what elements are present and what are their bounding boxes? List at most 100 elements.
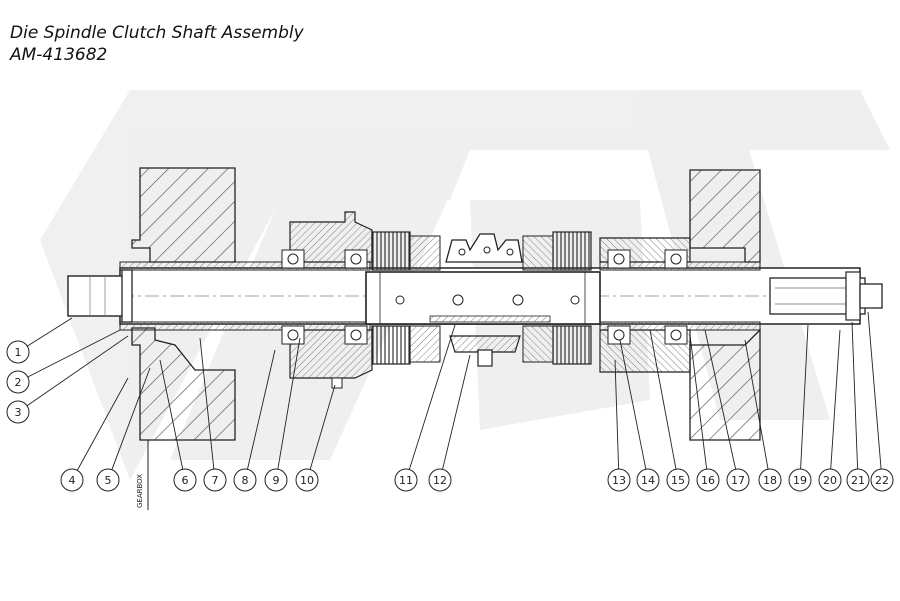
callout-bubble bbox=[6, 370, 30, 394]
callout-15: 15 bbox=[649, 329, 690, 492]
gearbox-note: GEARBOX bbox=[136, 474, 144, 508]
callout-number: 14 bbox=[641, 474, 655, 487]
title-block: Die Spindle Clutch Shaft Assembly AM-413… bbox=[10, 22, 304, 66]
callout-leader bbox=[867, 311, 882, 470]
callout-22: 22 bbox=[867, 311, 894, 492]
callout-bubble bbox=[428, 468, 452, 492]
callout-5: 5 bbox=[96, 367, 151, 492]
callout-number: 10 bbox=[300, 474, 314, 487]
clutch-sleeve bbox=[365, 271, 601, 325]
callout-bubble bbox=[203, 468, 227, 492]
callout-21: 21 bbox=[846, 321, 870, 492]
callout-number: 22 bbox=[875, 474, 889, 487]
callout-18: 18 bbox=[744, 339, 782, 492]
callout-leader bbox=[851, 321, 859, 470]
right-clutch-pack bbox=[522, 231, 592, 365]
right-shaft-end bbox=[769, 271, 883, 321]
callout-leader bbox=[111, 367, 151, 470]
left-gear bbox=[281, 211, 373, 389]
callout-leader bbox=[442, 354, 471, 470]
callout-17: 17 bbox=[704, 329, 750, 492]
callout-bubble bbox=[96, 468, 120, 492]
callout-number: 21 bbox=[851, 474, 865, 487]
left-clutch-pack bbox=[371, 231, 441, 365]
callout-leader bbox=[800, 324, 809, 470]
callout-bubble bbox=[264, 468, 288, 492]
callout-bubble bbox=[233, 468, 257, 492]
callout-bubble bbox=[6, 340, 30, 364]
callout-leader bbox=[159, 359, 184, 470]
callout-leader bbox=[199, 337, 215, 470]
callout-number: 4 bbox=[69, 474, 76, 487]
callout-number: 11 bbox=[399, 474, 413, 487]
callout-8: 8 bbox=[233, 349, 276, 492]
callout-leader bbox=[704, 329, 737, 470]
left-housing bbox=[131, 167, 236, 510]
callout-number: 6 bbox=[182, 474, 189, 487]
callout-16: 16 bbox=[689, 334, 720, 492]
callout-number: 3 bbox=[15, 406, 22, 419]
callout-12: 12 bbox=[428, 354, 471, 492]
callout-leader bbox=[27, 317, 73, 347]
callout-leader bbox=[247, 349, 276, 470]
callout-7: 7 bbox=[199, 337, 227, 492]
callout-leader bbox=[27, 329, 121, 378]
callout-leader bbox=[614, 359, 620, 470]
callout-number: 8 bbox=[242, 474, 249, 487]
callout-2: 2 bbox=[6, 329, 121, 394]
callout-number: 16 bbox=[701, 474, 715, 487]
callout-leader bbox=[619, 339, 647, 470]
callout-number: 12 bbox=[433, 474, 447, 487]
callout-10: 10 bbox=[295, 384, 336, 492]
callout-bubble bbox=[870, 468, 894, 492]
callout-bubble bbox=[607, 468, 631, 492]
callout-number: 18 bbox=[763, 474, 777, 487]
callout-leader bbox=[744, 339, 769, 470]
callout-leader bbox=[408, 324, 456, 470]
callout-bubble bbox=[60, 468, 84, 492]
callout-20: 20 bbox=[818, 329, 842, 492]
callout-leader bbox=[689, 334, 708, 470]
part-number: AM-413682 bbox=[10, 45, 108, 65]
callout-bubble bbox=[788, 468, 812, 492]
callout-bubble bbox=[636, 468, 660, 492]
callout-bubble bbox=[295, 468, 319, 492]
right-gear bbox=[599, 237, 691, 373]
drawing-title: Die Spindle Clutch Shaft Assembly bbox=[10, 23, 304, 43]
callout-number: 19 bbox=[793, 474, 807, 487]
callout-bubble bbox=[696, 468, 720, 492]
callout-6: 6 bbox=[159, 359, 197, 492]
callout-14: 14 bbox=[619, 339, 660, 492]
callout-3: 3 bbox=[6, 335, 129, 424]
callout-leader bbox=[26, 335, 129, 407]
callout-number: 7 bbox=[212, 474, 219, 487]
callout-leader bbox=[309, 384, 336, 470]
callout-bubble bbox=[818, 468, 842, 492]
callout-number: 20 bbox=[823, 474, 837, 487]
callout-bubble bbox=[846, 468, 870, 492]
callout-leader bbox=[277, 337, 301, 470]
callout-1: 1 bbox=[6, 317, 73, 364]
callout-number: 5 bbox=[105, 474, 112, 487]
callout-bubble bbox=[6, 400, 30, 424]
callout-19: 19 bbox=[788, 324, 812, 492]
callout-leader bbox=[649, 329, 677, 470]
callout-leader bbox=[830, 329, 841, 470]
callout-number: 9 bbox=[273, 474, 280, 487]
shift-yoke bbox=[445, 233, 523, 367]
callout-bubble bbox=[666, 468, 690, 492]
callout-number: 2 bbox=[15, 376, 22, 389]
callout-bubble bbox=[394, 468, 418, 492]
callout-bubble bbox=[173, 468, 197, 492]
callout-number: 15 bbox=[671, 474, 685, 487]
callout-13: 13 bbox=[607, 359, 631, 492]
callout-11: 11 bbox=[394, 324, 456, 492]
callout-bubble bbox=[758, 468, 782, 492]
callout-bubble bbox=[726, 468, 750, 492]
callout-leader bbox=[76, 377, 129, 471]
left-shaft-end bbox=[67, 269, 133, 323]
callout-number: 13 bbox=[612, 474, 626, 487]
callout-number: 17 bbox=[731, 474, 745, 487]
